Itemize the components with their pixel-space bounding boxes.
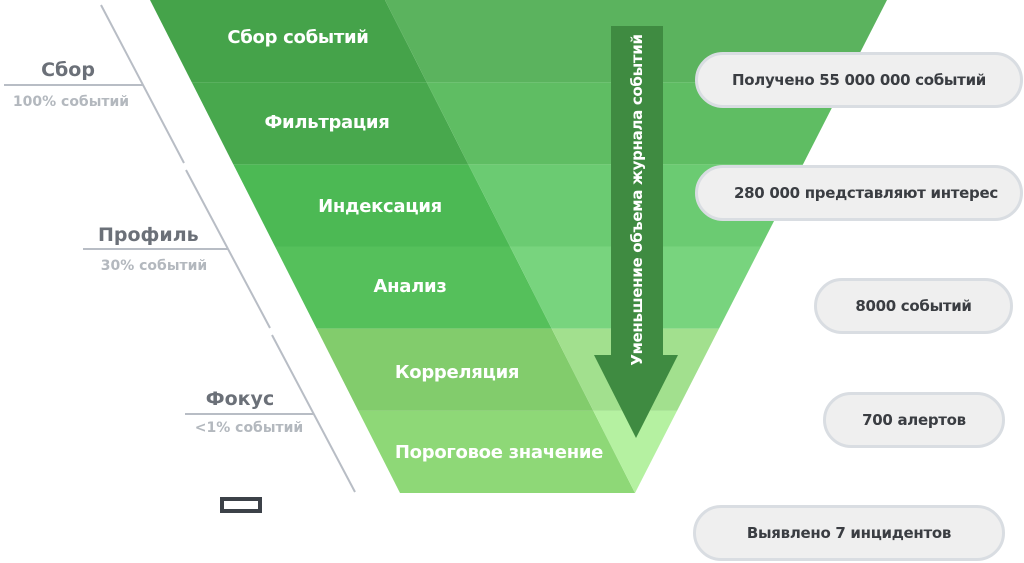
result-pill-incidents: Выявлено 7 инцидентов: [693, 505, 1005, 561]
funnel-band-left: [150, 0, 427, 83]
stage-subtitle-profile: 30% событий: [100, 258, 208, 274]
result-pill-interest: 280 000 представляют интерес: [695, 165, 1023, 221]
result-pill-events: 8000 событий: [814, 278, 1013, 334]
funnel-band-left: [275, 246, 552, 329]
stage-title-profile: Профиль: [98, 224, 199, 246]
funnel-band-right: [593, 410, 677, 493]
stage-divider-line: [271, 334, 356, 493]
band-label-correlation: Корреляция: [394, 362, 520, 383]
stage-title-focus: Фокус: [205, 388, 275, 410]
funnel-band-left: [233, 164, 511, 247]
band-label-collection: Сбор событий: [227, 27, 369, 48]
result-pill-alerts: 700 алертов: [823, 392, 1005, 448]
stage-subtitle-collection: 100% событий: [12, 94, 130, 110]
result-pill-received: Получено 55 000 000 событий: [695, 52, 1023, 108]
funnel-band-left: [316, 328, 594, 411]
band-label-threshold: Пороговое значение: [394, 442, 604, 463]
stage-dividers: [4, 4, 356, 493]
stage-title-collection: Сбор: [41, 59, 95, 81]
band-label-analysis: Анализ: [373, 276, 447, 297]
funnel-band-left: [191, 82, 469, 165]
down-arrow-icon: [594, 26, 678, 438]
stage-subtitle-focus: <1% событий: [194, 420, 304, 436]
funnel-band-left: [358, 410, 635, 493]
band-label-filtering: Фильтрация: [264, 112, 390, 133]
arrow-label: Уменьшение объема журнала событий: [628, 34, 646, 366]
small-rectangle-marker: [220, 497, 262, 513]
result-text: 700 алертов: [862, 411, 966, 429]
result-text: Получено 55 000 000 событий: [732, 71, 986, 89]
result-text: 8000 событий: [855, 297, 972, 315]
band-label-indexing: Индексация: [318, 196, 442, 217]
result-text: 280 000 представляют интерес: [734, 184, 998, 202]
result-text: Выявлено 7 инцидентов: [746, 524, 952, 542]
